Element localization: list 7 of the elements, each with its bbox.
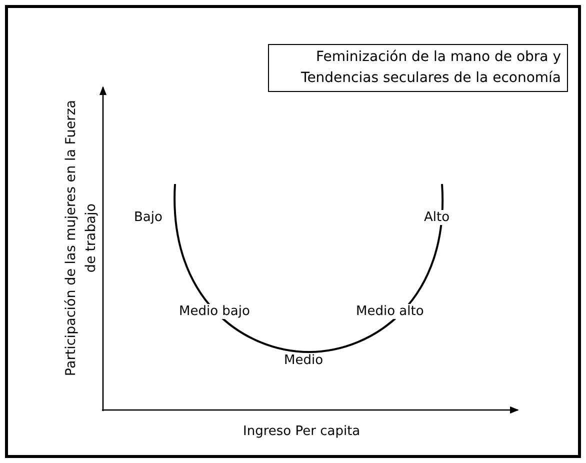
curve-label: Medio alto: [356, 304, 424, 319]
x-axis-label: Ingreso Per capita: [243, 424, 360, 439]
y-axis-label: Participación de las mujeres en la Fuerza de trabajo: [62, 98, 100, 378]
title-text: Feminización de la mano de obra y Tendencias seculares de la economía: [268, 44, 568, 92]
curve-label: Alto: [424, 210, 450, 225]
curve-label: Bajo: [134, 210, 162, 225]
curve-label: Medio bajo: [179, 304, 250, 319]
